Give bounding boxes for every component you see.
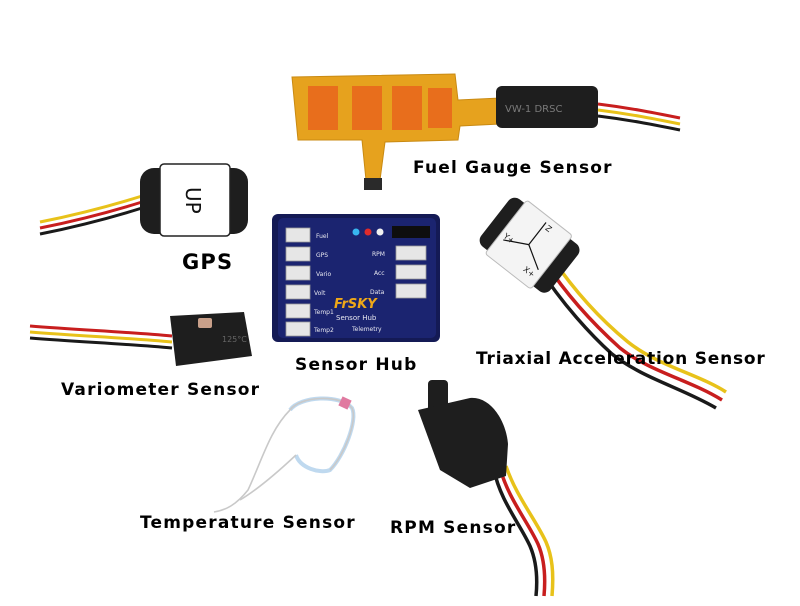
vario-print: 125°C bbox=[222, 335, 247, 344]
triaxial-acceleration-sensor: Y+ X+ Z bbox=[479, 197, 727, 410]
hub-port-data: Data bbox=[370, 289, 385, 296]
rpm-sensor-label: RPM Sensor bbox=[390, 518, 517, 538]
gps-label: GPS bbox=[182, 250, 234, 274]
hub-subtitle: Sensor Hub bbox=[336, 314, 377, 322]
hub-port-vario: Vario bbox=[316, 271, 331, 278]
rpm-sensor bbox=[418, 380, 555, 597]
accel-axis-z: Z bbox=[543, 224, 553, 235]
hub-brand-logo: FrSKY bbox=[334, 297, 378, 312]
hub-port-acc: Acc bbox=[374, 270, 385, 277]
gps-sensor: UP bbox=[39, 163, 248, 237]
hub-port-rpm: RPM bbox=[372, 251, 385, 258]
sensor-hub-label: Sensor Hub bbox=[295, 355, 418, 375]
hub-port-fuel: Fuel bbox=[316, 233, 329, 240]
hub-port-temp2: Temp2 bbox=[313, 327, 334, 334]
fuel-gauge-sensor-label: Fuel Gauge Sensor bbox=[413, 158, 613, 178]
hub-port-volt: Volt bbox=[314, 290, 326, 297]
sensor-hub: Fuel GPS Vario Volt Temp1 Temp2 RPM Acc … bbox=[272, 214, 440, 342]
gps-up-sticker: UP bbox=[181, 187, 205, 214]
hub-telemetry-text: Telemetry bbox=[351, 326, 382, 333]
variometer-sensor-label: Variometer Sensor bbox=[61, 380, 261, 400]
triaxial-acceleration-sensor-label: Triaxial Acceleration Sensor bbox=[476, 349, 766, 369]
temperature-sensor-label: Temperature Sensor bbox=[140, 513, 356, 533]
variometer-sensor: 125°C bbox=[29, 312, 252, 366]
fuel-gauge-sensor: VW-1 DRSC bbox=[291, 73, 681, 190]
temperature-sensor bbox=[213, 396, 356, 513]
hub-port-gps: GPS bbox=[316, 252, 328, 259]
fuel-sensor-print: VW-1 DRSC bbox=[505, 104, 562, 115]
hub-port-temp1: Temp1 bbox=[313, 309, 334, 316]
